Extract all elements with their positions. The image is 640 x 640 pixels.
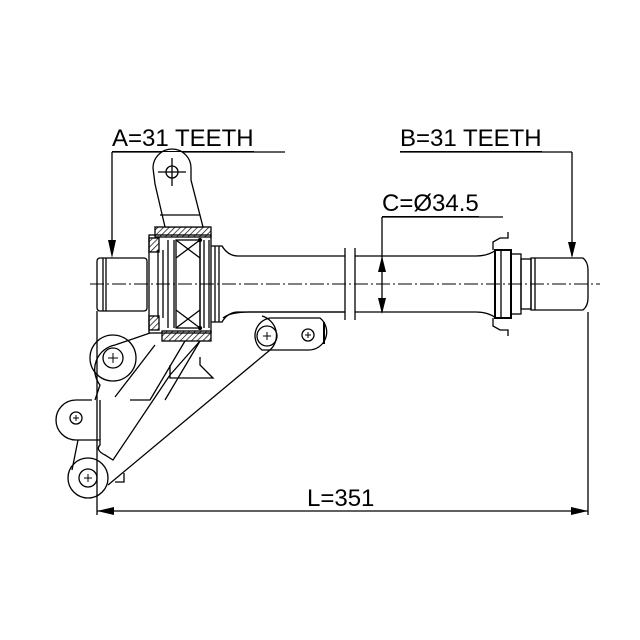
label-length: L=351 [307,485,375,512]
leader-c [378,216,503,314]
right-spline-end [492,232,589,336]
label-c-diameter: C=Ø34.5 [382,190,479,217]
leader-a [108,151,285,258]
label-a-teeth: A=31 TEETH [112,125,254,152]
label-b-teeth: B=31 TEETH [400,125,542,152]
top-bracket-ear [152,148,204,228]
bearing-housing [148,226,212,342]
leader-b [400,151,576,258]
right-bracket-arm [222,311,345,351]
lower-bracket [55,315,278,499]
left-spline-end [96,257,148,312]
length-dimension [96,311,589,515]
